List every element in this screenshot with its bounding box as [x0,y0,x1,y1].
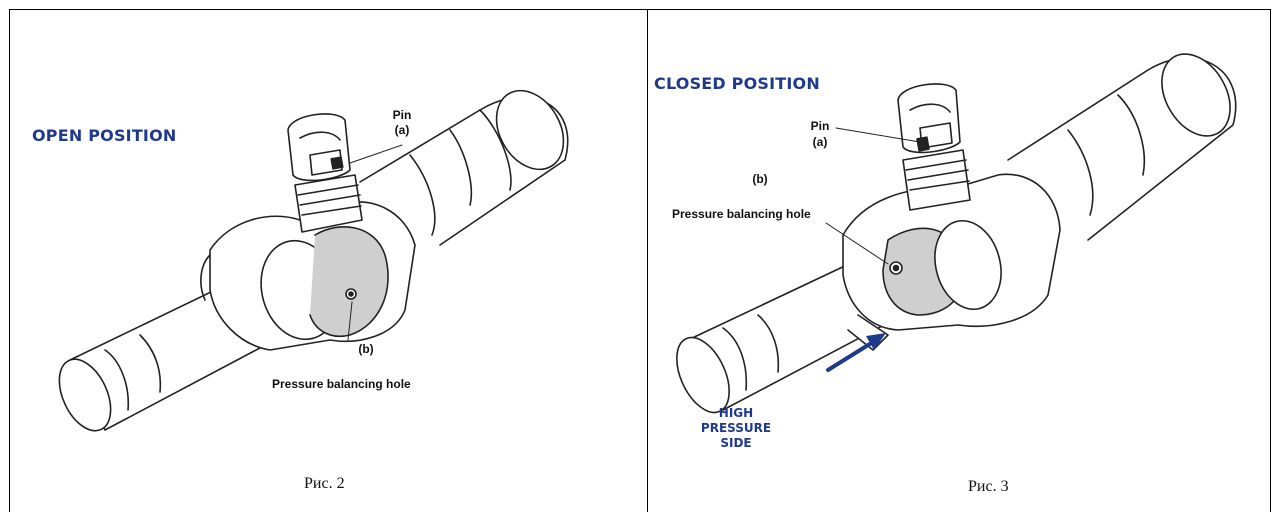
hole-reference: (b) [358,342,374,356]
pin-reference: (a) [812,135,828,149]
figure-caption: Рис. 2 [304,475,345,492]
figure-closed-position: CLOSED POSITION Pin (a) (b) Pressure bal… [648,10,1270,512]
side-line-3: SIDE [720,436,752,450]
hole-label: Pressure balancing hole [272,377,411,391]
valve-open-drawing [58,89,569,432]
hole-reference: (b) [752,172,768,186]
side-line-1: HIGH [718,406,754,420]
high-pressure-side-label: HIGH PRESSURE SIDE [696,406,776,451]
figure-open-position: OPEN POSITION Pin (a) (b) Pressure balan… [10,10,647,512]
valve-closed-drawing [676,53,1237,414]
flow-arrow [826,333,886,372]
side-line-2: PRESSURE [700,421,772,435]
pin-label: Pin [810,119,830,133]
pin-reference: (a) [394,123,410,137]
figure-caption: Рис. 3 [968,478,1009,495]
figure-title: OPEN POSITION [32,126,177,145]
figure-title: CLOSED POSITION [654,74,820,93]
table-divider [647,9,648,512]
pin-label: Pin [392,108,412,122]
table-frame [9,9,1271,512]
hole-label: Pressure balancing hole [672,207,811,221]
